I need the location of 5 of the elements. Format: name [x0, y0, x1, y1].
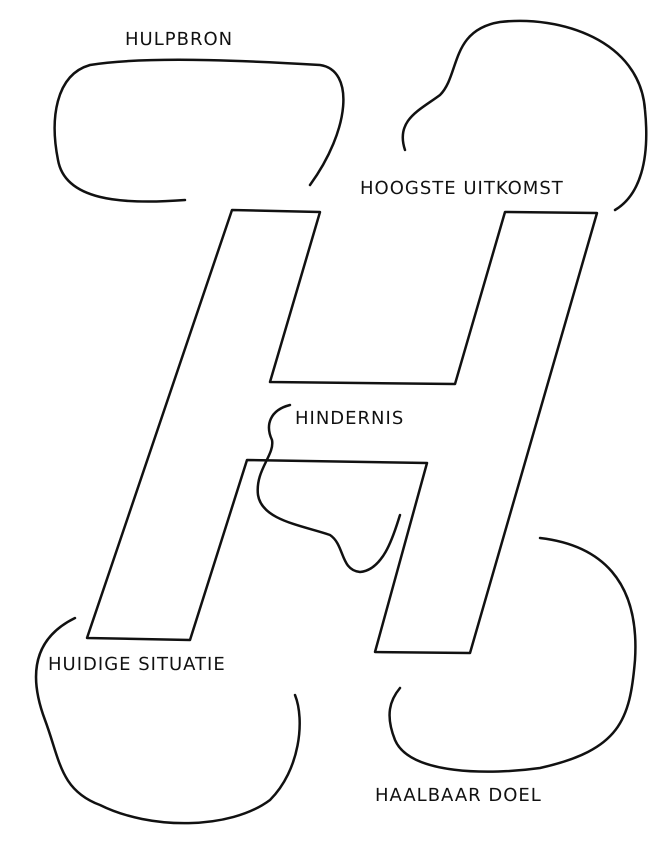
- blob-label: HAALBAAR DOEL: [375, 787, 542, 805]
- blob-label: HUIDIGE SITUATIE: [48, 656, 226, 674]
- blob-label: HULPBRON: [125, 31, 234, 49]
- blob-label: HINDERNIS: [295, 410, 404, 428]
- blob-label: HOOGSTE UITKOMST: [360, 180, 564, 198]
